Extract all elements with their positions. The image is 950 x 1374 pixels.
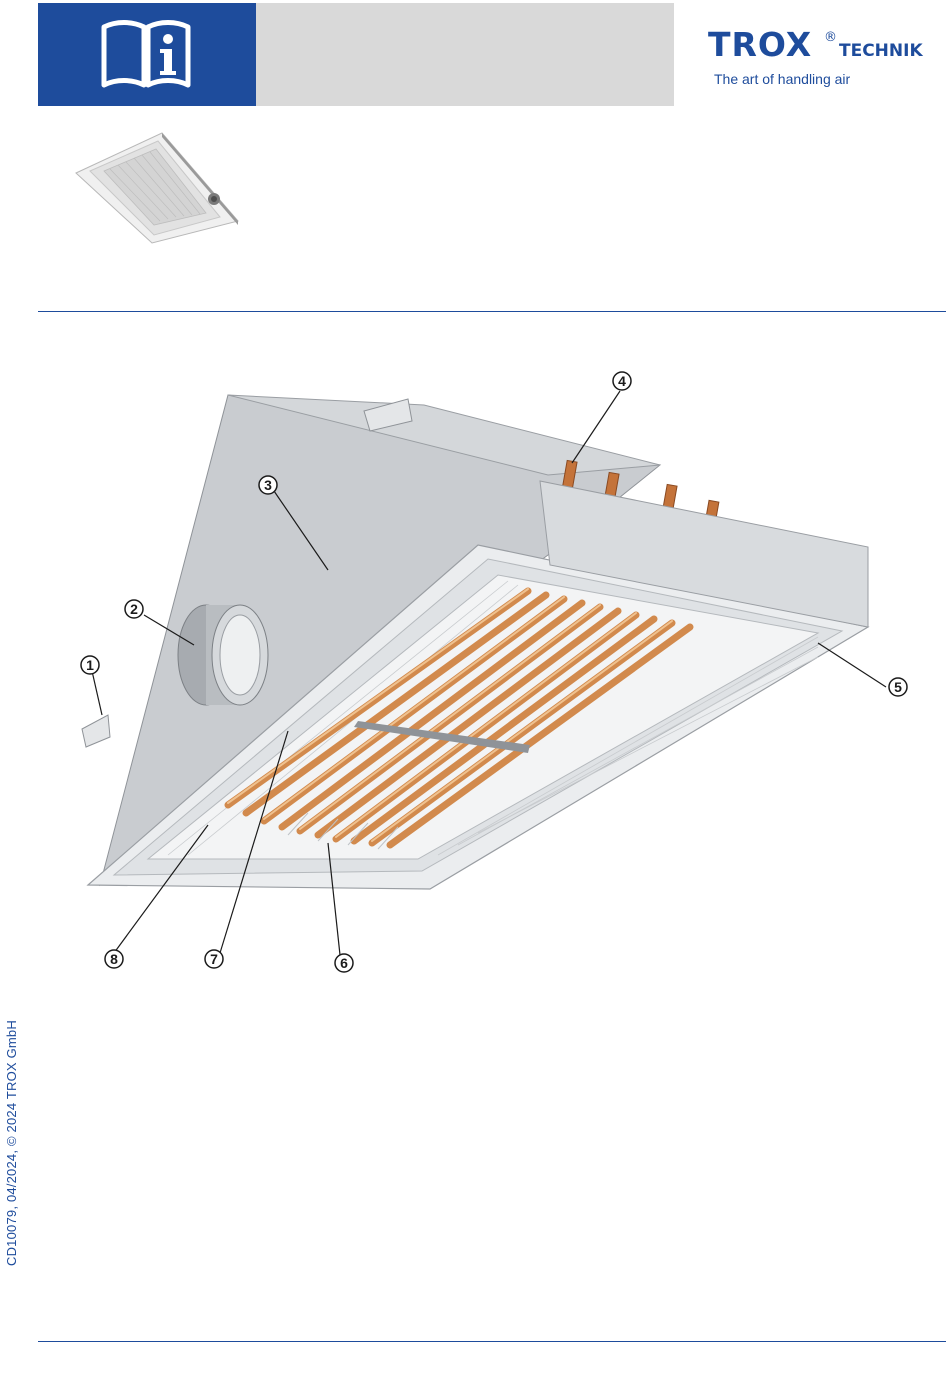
callout-7-label: 7 — [210, 951, 218, 967]
logo-word: TROX — [708, 28, 812, 61]
callout-8-label: 8 — [110, 951, 118, 967]
trox-logo: TROX ® TECHNIK The art of handling air — [708, 28, 938, 98]
product-thumbnail — [70, 125, 242, 245]
callout-5-label: 5 — [894, 679, 902, 695]
header-blue-box — [38, 3, 256, 106]
footer-divider — [38, 1341, 946, 1342]
logo-registered-mark: ® — [824, 30, 837, 45]
document-code: CD10079, 04/2024, © 2024 TROX GmbH — [4, 1020, 19, 1266]
callout-4-label: 4 — [618, 373, 626, 389]
callout-2-label: 2 — [130, 601, 138, 617]
header-band — [256, 3, 674, 106]
callout-3-label: 3 — [264, 477, 272, 493]
logo-tagline: The art of handling air — [714, 71, 850, 87]
callout-6-label: 6 — [340, 955, 348, 971]
header-divider — [38, 311, 946, 312]
logo-suffix: TECHNIK — [839, 41, 923, 61]
callout-1-label: 1 — [86, 657, 94, 673]
unit-cutaway-drawing: 1 2 3 4 5 6 7 8 — [78, 365, 918, 975]
manual-info-icon — [100, 19, 192, 91]
